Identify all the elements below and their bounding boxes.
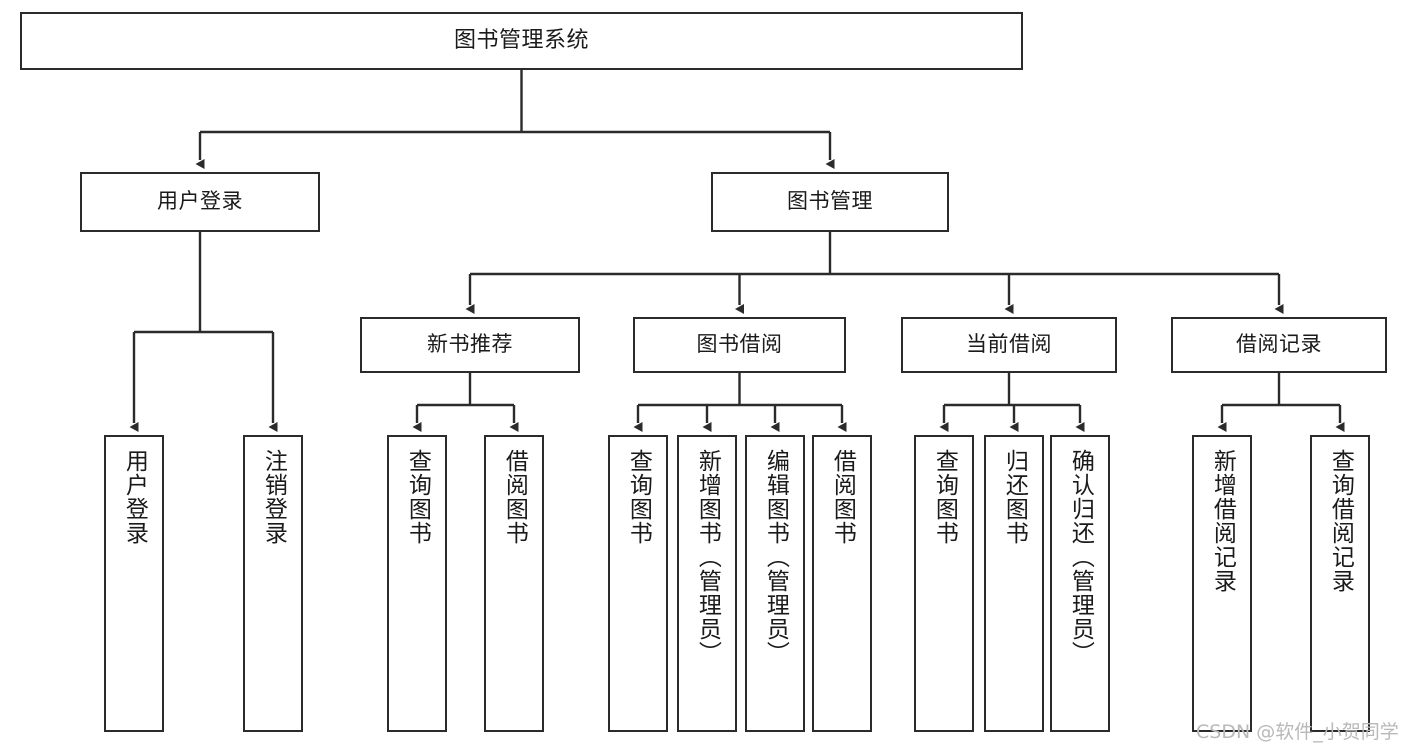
node-label: 查询图书 [404,449,431,545]
node-leaf-return-book[interactable]: 归还图书 [984,435,1044,732]
node-label: 用户登录 [121,449,148,545]
node-leaf-confirm-return-admin[interactable]: 确认归还（管理员） [1050,435,1110,732]
node-leaf-query-book-3[interactable]: 查询图书 [914,435,974,732]
node-leaf-logout[interactable]: 注销登录 [243,435,303,732]
node-current-borrow[interactable]: 当前借阅 [901,317,1117,373]
node-leaf-user-login[interactable]: 用户登录 [104,435,164,732]
node-label: 新增借阅记录 [1209,449,1236,593]
node-label: 查询借阅记录 [1327,449,1354,593]
node-leaf-add-book-admin[interactable]: 新增图书（管理员） [677,435,737,732]
node-label: 用户登录 [157,189,243,214]
node-label: 归还图书 [1001,449,1028,545]
node-user-login[interactable]: 用户登录 [80,172,320,232]
node-label: 借阅记录 [1236,332,1322,357]
csdn-watermark: CSDN @软件_小贺同学 [1196,721,1399,743]
node-leaf-query-book-1[interactable]: 查询图书 [387,435,447,732]
node-book-borrow[interactable]: 图书借阅 [633,317,846,373]
node-label: 确认归还（管理员） [1067,449,1094,665]
node-leaf-borrow-book-2[interactable]: 借阅图书 [812,435,872,732]
node-borrow-record[interactable]: 借阅记录 [1171,317,1387,373]
node-label: 借阅图书 [829,449,856,545]
node-label: 图书管理系统 [453,27,589,53]
node-leaf-query-book-2[interactable]: 查询图书 [608,435,668,732]
node-label: 图书借阅 [696,332,783,357]
node-leaf-query-borrow-record[interactable]: 查询借阅记录 [1310,435,1370,732]
node-label: 查询图书 [625,449,652,545]
node-label: 新书推荐 [427,332,513,357]
node-book-manage[interactable]: 图书管理 [711,172,949,232]
node-new-book-recommend[interactable]: 新书推荐 [360,317,580,373]
node-label: 当前借阅 [966,332,1052,357]
node-label: 新增图书（管理员） [694,449,721,665]
node-label: 注销登录 [260,449,287,545]
node-label: 编辑图书（管理员） [762,449,789,665]
node-leaf-borrow-book-1[interactable]: 借阅图书 [484,435,544,732]
node-label: 借阅图书 [501,449,528,545]
node-label: 图书管理 [787,189,873,214]
node-root[interactable]: 图书管理系统 [20,12,1023,70]
node-leaf-edit-book-admin[interactable]: 编辑图书（管理员） [745,435,805,732]
node-leaf-add-borrow-record[interactable]: 新增借阅记录 [1192,435,1252,732]
node-label: 查询图书 [931,449,958,545]
